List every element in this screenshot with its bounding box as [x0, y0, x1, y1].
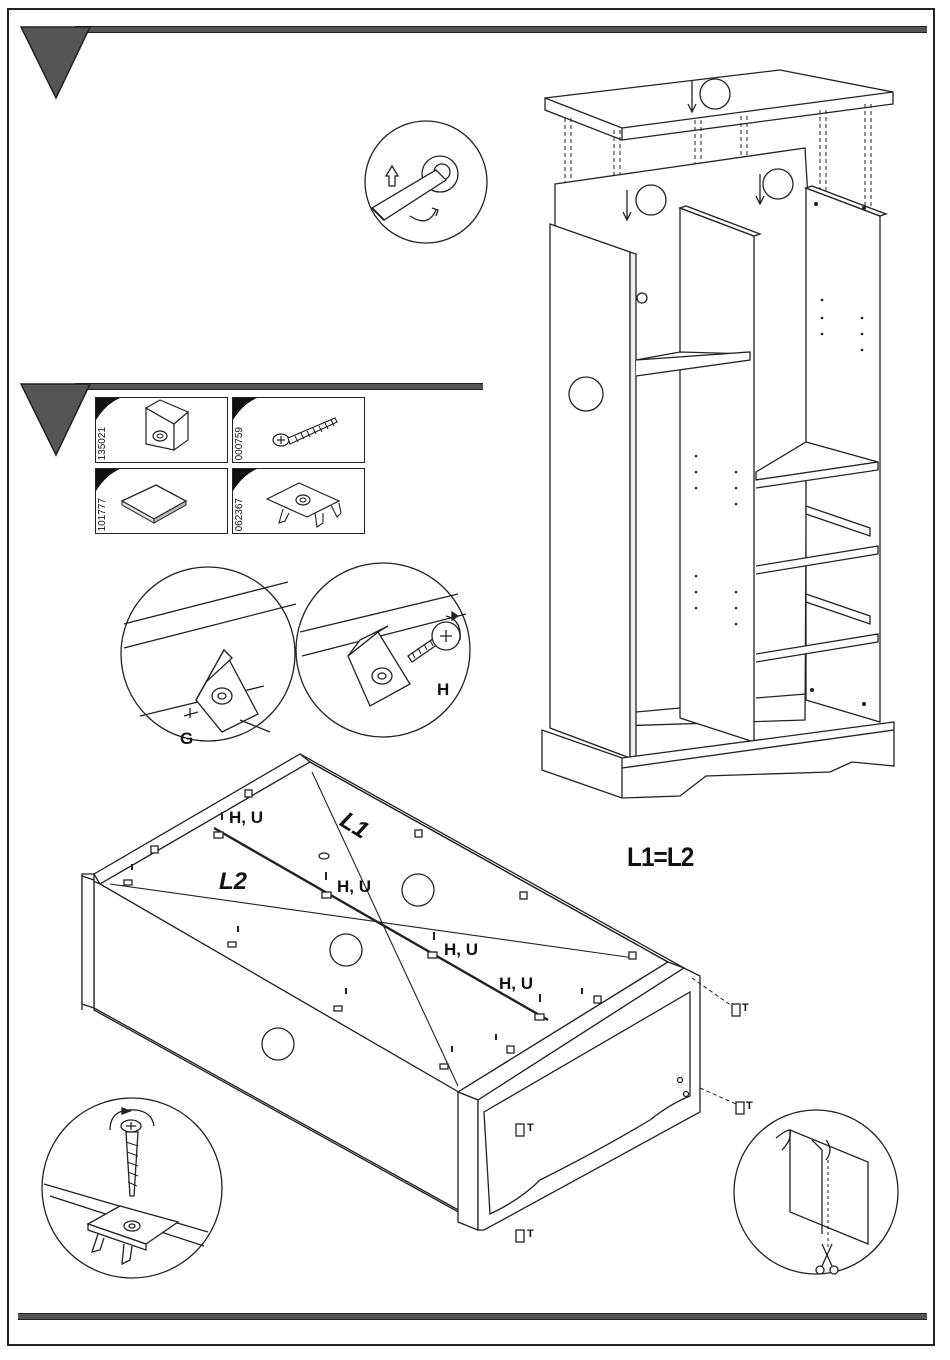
- tape-cut-detail: [734, 1110, 898, 1274]
- equation-label: L1=L2: [627, 842, 693, 873]
- label-hu-2: H, U: [337, 877, 371, 897]
- detail-h: [296, 563, 470, 737]
- detail-g: [121, 567, 296, 741]
- label-t-1: T: [742, 1002, 749, 1014]
- label-h: H: [437, 680, 449, 700]
- label-t-3: T: [527, 1122, 534, 1134]
- label-t-2: T: [746, 1100, 753, 1112]
- label-hu-1: H, U: [229, 808, 263, 828]
- label-l2: L2: [219, 868, 247, 896]
- clip-screw-detail: [42, 1098, 222, 1278]
- label-hu-3: H, U: [444, 940, 478, 960]
- cabinet-upright: [542, 70, 894, 798]
- label-hu-4: H, U: [499, 974, 533, 994]
- screwdriver-detail: [365, 121, 487, 243]
- label-t-4: T: [527, 1228, 534, 1240]
- label-g: G: [180, 729, 193, 749]
